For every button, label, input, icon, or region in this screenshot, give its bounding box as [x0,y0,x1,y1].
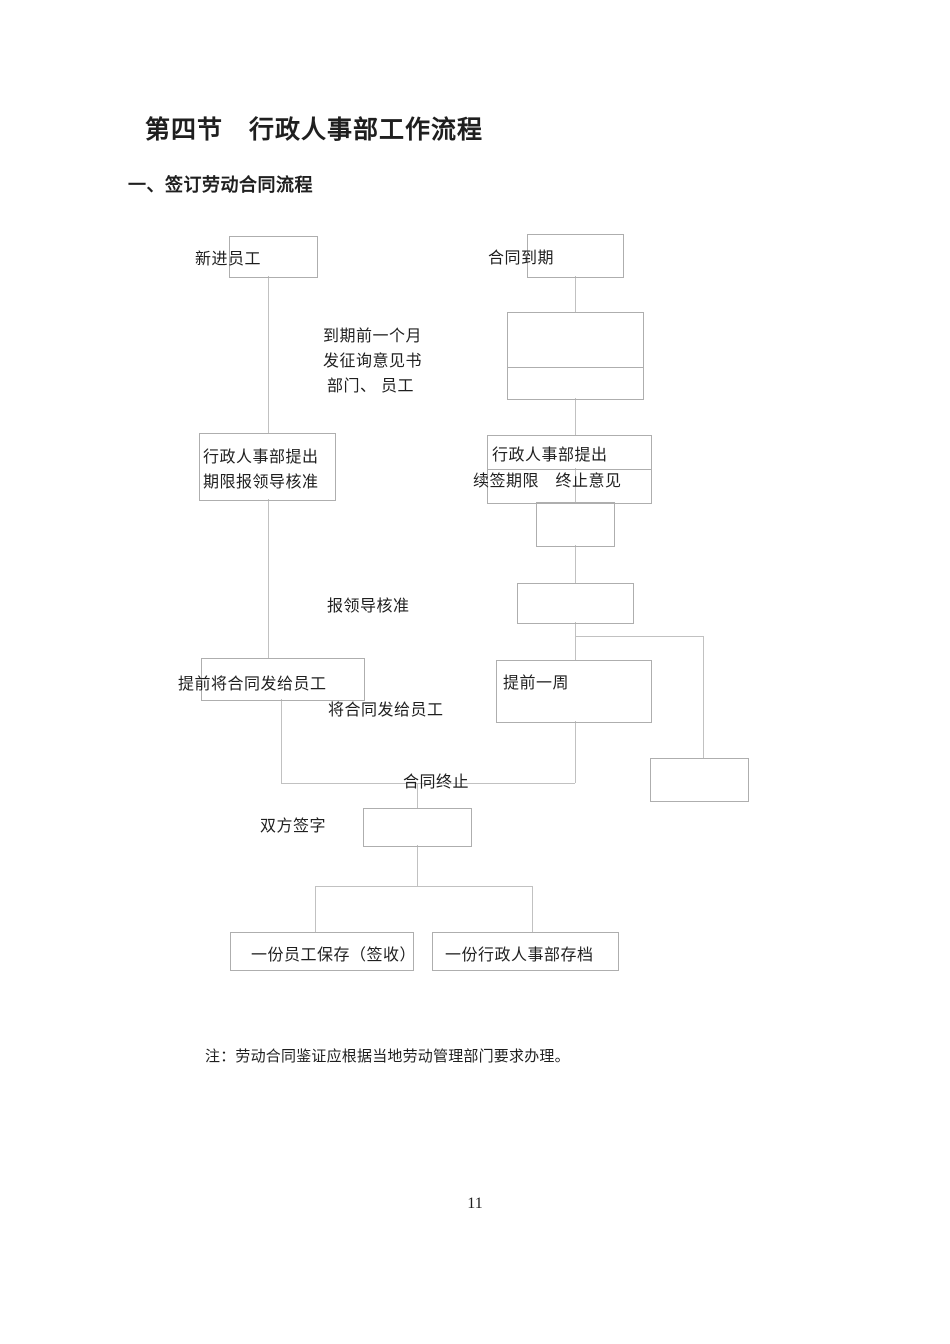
copy-hr-label: 一份行政人事部存档 [445,947,594,964]
flow-box-leader-approval [517,583,634,624]
page-number: 11 [467,1195,483,1212]
connector-branch-left-drop [315,886,316,932]
connector-new-employee-down [268,276,269,433]
connector-left-to-termination [281,699,282,783]
connector-far-right-branch [575,636,703,637]
flow-box-empty-2 [650,758,749,802]
subsection-heading: 一、签订劳动合同流程 [128,175,313,195]
hr-propose-right-label-2: 续签期限 终止意见 [473,473,622,490]
connector-expiry-down-1 [575,276,576,312]
connector-expiry-down-2 [575,398,576,435]
contract-termination-label: 合同终止 [403,774,470,791]
connector-branch-horizontal [315,886,532,887]
connector-expiry-down-3 [575,468,576,502]
hr-propose-right-divider [488,469,651,470]
connector-right-to-termination [575,721,576,783]
flow-box-inquiry-notice [507,312,644,400]
footnote: 注：劳动合同鉴证应根据当地劳动管理部门要求办理。 [205,1049,570,1065]
connector-far-right-drop [703,636,704,758]
flow-box-one-week [496,660,652,723]
connector-termination-horizontal [281,783,575,784]
connector-left-col-down [268,499,269,658]
notice-label-line-3: 部门、 员工 [327,378,415,395]
hr-propose-left-label-2: 期限报领导核准 [203,474,319,491]
flow-box-hr-propose-left [199,433,336,501]
section-title: 第四节 行政人事部工作流程 [145,117,484,144]
flow-box-sign [363,808,472,847]
connector-expiry-down-5 [575,622,576,660]
deliver-contract-advance-label: 提前将合同发给员工 [178,676,327,693]
inquiry-notice-divider [508,367,643,368]
flow-box-deliver-contract [201,658,365,701]
hr-propose-left-label-1: 行政人事部提出 [203,449,319,466]
connector-branch-right-drop [532,886,533,932]
connector-to-sign-box [417,783,418,808]
contract-expiry-label: 合同到期 [488,250,555,267]
flow-box-contract-expiry [527,234,624,278]
report-approval-label: 报领导核准 [327,598,410,615]
copy-employee-label: 一份员工保存（签收） [251,947,417,964]
new-employee-label: 新进员工 [195,251,262,268]
flow-box-new-employee [229,236,318,278]
hr-propose-right-label-1: 行政人事部提出 [492,447,608,464]
flow-box-copy-hr [432,932,619,971]
flow-box-hr-propose-right [487,435,652,504]
notice-label-line-1: 到期前一个月 [323,328,423,345]
flow-box-copy-employee [230,932,414,971]
deliver-contract-label: 将合同发给员工 [328,702,444,719]
flow-box-empty-1 [536,502,615,547]
notice-label-line-2: 发征询意见书 [323,353,423,370]
connector-sign-box-down [417,845,418,886]
connector-expiry-down-4 [575,545,576,583]
both-parties-sign-label: 双方签字 [260,818,327,835]
one-week-label: 提前一周 [503,675,570,692]
